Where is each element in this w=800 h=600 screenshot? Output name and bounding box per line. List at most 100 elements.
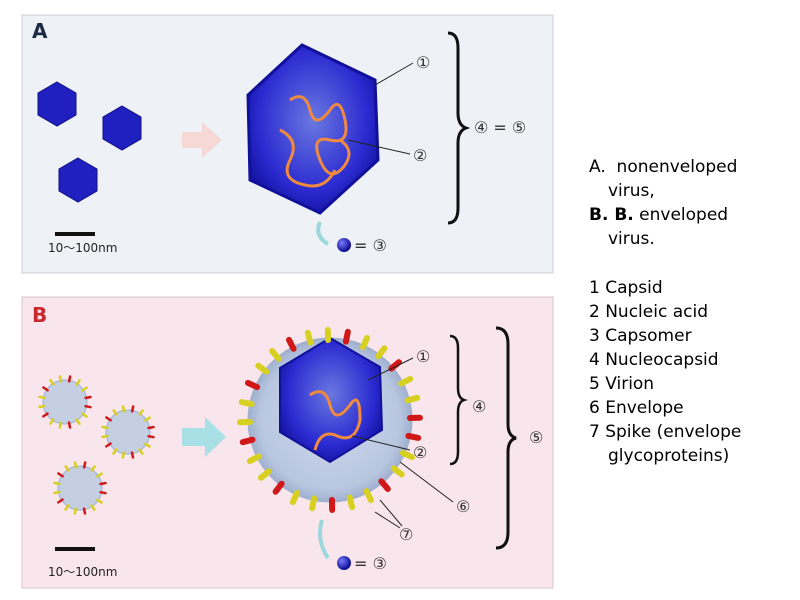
spike-icon (144, 442, 151, 448)
callout-line (379, 499, 403, 527)
spike-icon (75, 418, 81, 425)
spike-icon (375, 345, 388, 360)
spike-icon (96, 498, 103, 504)
spike-icon (378, 478, 391, 492)
spike-icon (99, 490, 107, 495)
spikes (237, 327, 423, 513)
spike-icon (90, 465, 96, 472)
callout-2: ② (413, 146, 427, 165)
arrow-icon (182, 122, 222, 158)
spike-icon (53, 490, 61, 495)
callout-6: ⑥ (456, 497, 470, 516)
spike-icon (84, 404, 92, 409)
callout-2: ② (413, 443, 427, 462)
spike-icon (84, 395, 92, 400)
legend-item: 5 Virion (589, 374, 655, 394)
callout-line (347, 139, 411, 155)
spike-icon (82, 507, 87, 515)
legend-item: 7 Spike (envelope (589, 422, 742, 442)
callout-line (374, 511, 401, 529)
small-virus-icon (102, 105, 142, 151)
small-virus-icon (37, 81, 77, 127)
spike-icon (285, 336, 297, 352)
spike-icon (239, 436, 256, 446)
spike-icon (49, 379, 55, 386)
spike-icon (289, 489, 301, 506)
legend-item: 3 Capsomer (589, 326, 692, 346)
panel-a-label: A (32, 19, 48, 43)
spike-icon (346, 494, 356, 511)
spike-icon (304, 329, 314, 346)
spike-icon (81, 412, 88, 418)
spike-icon (49, 418, 55, 425)
spike-icon (269, 348, 282, 362)
panel-a: A ① ② ④ = ⑤ 10～100nm = ③ (21, 14, 554, 274)
spike-icon (130, 451, 135, 459)
brace-virion-icon (495, 326, 517, 550)
legend-item-cont: glycoproteins) (608, 446, 730, 466)
spike-icon (121, 451, 126, 459)
spike-icon (42, 386, 49, 392)
spike-icon (404, 394, 421, 404)
spike-icon (82, 461, 87, 469)
spike-icon (309, 495, 318, 512)
spike-icon (398, 375, 414, 387)
curved-arrow-icon (316, 221, 330, 246)
spike-icon (138, 409, 144, 416)
spike-icon (342, 328, 351, 345)
spike-icon (96, 472, 103, 478)
spike-icon (75, 379, 81, 386)
legend-a-text: nonenveloped (616, 157, 738, 177)
spike-icon (390, 465, 405, 478)
scale-label: 10～100nm (48, 241, 117, 255)
spike-icon (105, 442, 112, 448)
brace-nucleocapsid-icon (449, 334, 468, 466)
spike-icon (58, 421, 63, 429)
small-virus-icon (58, 157, 98, 203)
panel-b: B ① ② ⑥ ⑦ ④ ⑤ 10～100nm = ③ (21, 296, 554, 589)
callout-line (374, 62, 414, 86)
spike-icon (53, 481, 61, 486)
spike-icon (57, 472, 64, 478)
spike-icon (64, 504, 70, 511)
legend-a-text-cont: virus, (608, 181, 655, 201)
scale-bar (55, 232, 95, 236)
legend-a-prefix: A. (589, 157, 606, 177)
nucleic-acid-icon (279, 95, 351, 188)
small-enveloped-virus-icon (42, 379, 88, 425)
legend-b-prefix: B. B. (589, 205, 634, 225)
spike-icon (147, 425, 155, 430)
capsomer-equation: = ③ (354, 236, 387, 255)
spike-icon (359, 334, 371, 351)
spike-icon (73, 507, 78, 515)
spike-icon (112, 409, 118, 416)
spike-icon (399, 449, 416, 461)
small-enveloped-virus-icon (105, 409, 151, 455)
spike-icon (255, 362, 270, 375)
curved-arrow-icon (318, 519, 330, 560)
spike-icon (238, 399, 255, 408)
spike-icon (42, 412, 49, 418)
legend-b-text-cont: virus. (608, 229, 655, 249)
callout-4: ④ (472, 397, 486, 416)
legend-item: 6 Envelope (589, 398, 684, 418)
callout-5: ⑤ (529, 428, 543, 447)
spike-icon (363, 488, 375, 504)
legend-item: 2 Nucleic acid (589, 302, 708, 322)
spike-icon (130, 405, 135, 413)
callout-line (399, 461, 454, 503)
panel-b-label: B (32, 303, 47, 327)
spike-icon (64, 465, 70, 472)
capsomer-icon (337, 238, 351, 252)
scale-bar (55, 547, 95, 551)
arrow-icon (182, 417, 226, 457)
scale-label: 10～100nm (48, 565, 117, 579)
spike-icon (81, 386, 88, 392)
spike-icon (246, 453, 262, 465)
legend-item: 1 Capsid (589, 278, 663, 298)
brace-icon (447, 31, 471, 225)
spike-icon (258, 468, 272, 481)
legend-item: 4 Nucleocapsid (589, 350, 719, 370)
spike-icon (73, 461, 78, 469)
